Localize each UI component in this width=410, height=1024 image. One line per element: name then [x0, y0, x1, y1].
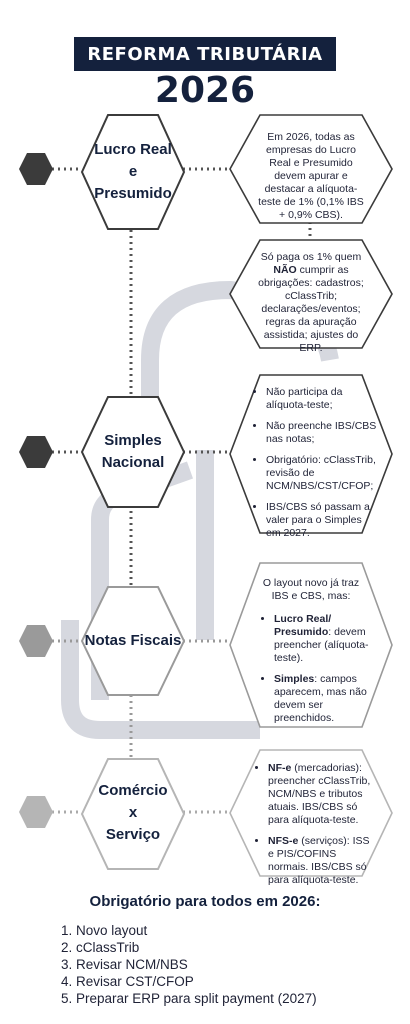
- step-1-note-strong: NÃO: [273, 264, 297, 276]
- list-item: Simples: campos aparecem, mas não devem …: [274, 673, 372, 725]
- step-1-label-line-3: Presumido: [94, 185, 172, 202]
- step-4-bullet-1-strong: NF-e: [268, 762, 292, 774]
- step-4-bullet-2-rest: (serviços): ISS e PIS/COFINS normais. IB…: [268, 835, 370, 886]
- page-title: REFORMA TRIBUTÁRIA: [74, 37, 336, 71]
- step-2-label: Simples Nacional: [80, 430, 186, 474]
- step-4-label: Comércio x Serviço: [80, 780, 186, 846]
- step-1-label-line-2: e: [128, 163, 138, 180]
- marker-hex-3: [19, 625, 53, 657]
- step-2-bullets: Não participa da alíquota-teste; Não pre…: [254, 386, 378, 548]
- list-item: Revisar NCM/NBS: [76, 956, 317, 973]
- info-hex-4: [229, 562, 393, 728]
- step-4-label-line-1: Comércio: [98, 782, 168, 799]
- info-hex-2: [229, 239, 393, 349]
- page-year: 2026: [154, 70, 256, 111]
- hex-lucro-real: [80, 114, 186, 230]
- info-hex-5: [229, 749, 393, 877]
- info-hex-1: [229, 114, 393, 224]
- step-3-bullet-2-rest: : campos aparecem, mas não devem ser pre…: [274, 673, 367, 724]
- list-item: IBS/CBS só passam a valer para o Simples…: [266, 501, 378, 540]
- step-4-label-line-2: x: [128, 804, 138, 821]
- step-2-label-line-1: Simples: [104, 432, 162, 449]
- marker-hex-4: [19, 796, 53, 828]
- hex-notas: [80, 586, 186, 696]
- marker-hex-2: [19, 436, 53, 468]
- list-item: Obrigatório: cClassTrib, revisão de NCM/…: [266, 454, 378, 493]
- step-4-label-line-3: Serviço: [105, 826, 161, 843]
- step-1-description: Em 2026, todas as empresas do Lucro Real…: [258, 131, 364, 221]
- footer-list: Novo layout cClassTrib Revisar NCM/NBS R…: [56, 922, 317, 1007]
- step-2-label-line-2: Nacional: [101, 454, 165, 471]
- list-item: NFS-e (serviços): ISS e PIS/COFINS norma…: [268, 835, 378, 887]
- list-item: Lucro Real/ Presumido: devem preencher (…: [274, 613, 372, 665]
- list-item: cClassTrib: [76, 939, 317, 956]
- list-item: Não preenche IBS/CBS nas notas;: [266, 420, 378, 446]
- list-item: Não participa da alíquota-teste;: [266, 386, 378, 412]
- list-item: NF-e (mercadorias): preencher cClassTrib…: [268, 762, 378, 827]
- step-3-label: Notas Fiscais: [80, 630, 186, 652]
- step-4-bullet-1-rest: (mercadorias): preencher cClassTrib, NCM…: [268, 762, 371, 826]
- step-1-label: Lucro Real e Presumido: [80, 139, 186, 205]
- list-item: Preparar ERP para split payment (2027): [76, 990, 317, 1007]
- marker-hex-1: [19, 153, 53, 185]
- step-4-bullet-2-strong: NFS-e: [268, 835, 299, 847]
- step-1-note: Só paga os 1% quem NÃO cumprir as obriga…: [256, 251, 366, 355]
- step-1-note-pre: Só paga os 1% quem: [260, 251, 362, 263]
- hex-comercio: [80, 758, 186, 870]
- step-3-label-line-1: Notas Fiscais: [84, 632, 182, 649]
- hex-simples: [80, 396, 186, 508]
- step-3-bullet-1-strong: Lucro Real/ Presumido: [274, 613, 332, 638]
- step-3-intro: O layout novo já traz IBS e CBS, mas:: [262, 577, 360, 602]
- step-3-bullet-1-rest: : devem preencher (alíquota-teste).: [274, 626, 369, 664]
- list-item: Novo layout: [76, 922, 317, 939]
- step-4-bullets: NF-e (mercadorias): preencher cClassTrib…: [256, 762, 378, 895]
- step-1-label-line-1: Lucro Real: [94, 141, 172, 158]
- step-1-note-post: cumprir as obrigações: cadastros; cClass…: [258, 264, 364, 354]
- step-3-bullets: Lucro Real/ Presumido: devem preencher (…: [262, 613, 372, 733]
- step-3-bullet-2-strong: Simples: [274, 673, 315, 685]
- info-hex-3: [229, 374, 393, 534]
- footer-title: Obrigatório para todos em 2026:: [89, 893, 321, 910]
- list-item: Revisar CST/CFOP: [76, 973, 317, 990]
